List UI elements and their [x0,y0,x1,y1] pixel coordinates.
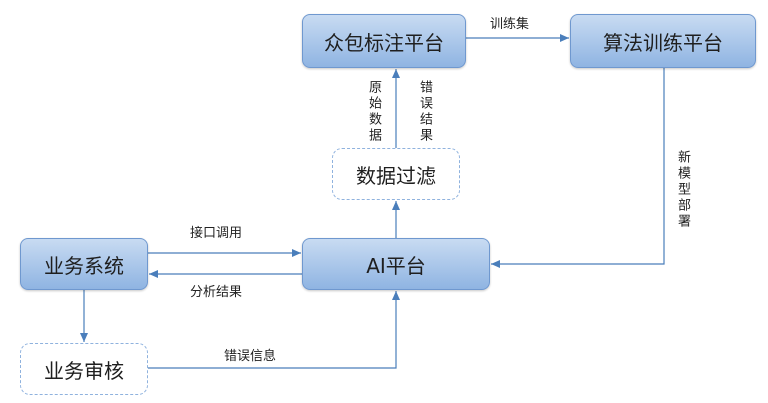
edge-label-training-set: 训练集 [490,17,530,32]
node-data-filter: 数据过滤 [332,148,460,200]
node-label: 业务审核 [44,358,124,383]
edge-label-error-info: 错误信息 [224,349,277,364]
arrow-review-to-ai [148,291,400,369]
arrow-training-to-ai [491,68,665,268]
node-label: 算法训练平台 [603,30,723,55]
node-ai-platform: AI平台 [302,238,490,290]
node-business-review: 业务审核 [20,343,148,395]
node-business-system: 业务系统 [20,238,148,290]
edge-label-api-call: 接口调用 [190,226,243,241]
node-crowdsource-platform: 众包标注平台 [302,14,466,68]
edge-label-error-results: 错误结果 [417,80,432,144]
node-label: 业务系统 [44,253,124,278]
edge-label-raw-data: 原始数据 [366,80,381,144]
node-label: AI平台 [366,253,426,278]
node-training-platform: 算法训练平台 [570,14,756,68]
node-label: 众包标注平台 [324,30,444,55]
node-label: 数据过滤 [356,163,436,188]
edge-label-model-deploy: 新模型部署 [675,150,690,230]
edge-label-analysis-results: 分析结果 [190,285,243,300]
